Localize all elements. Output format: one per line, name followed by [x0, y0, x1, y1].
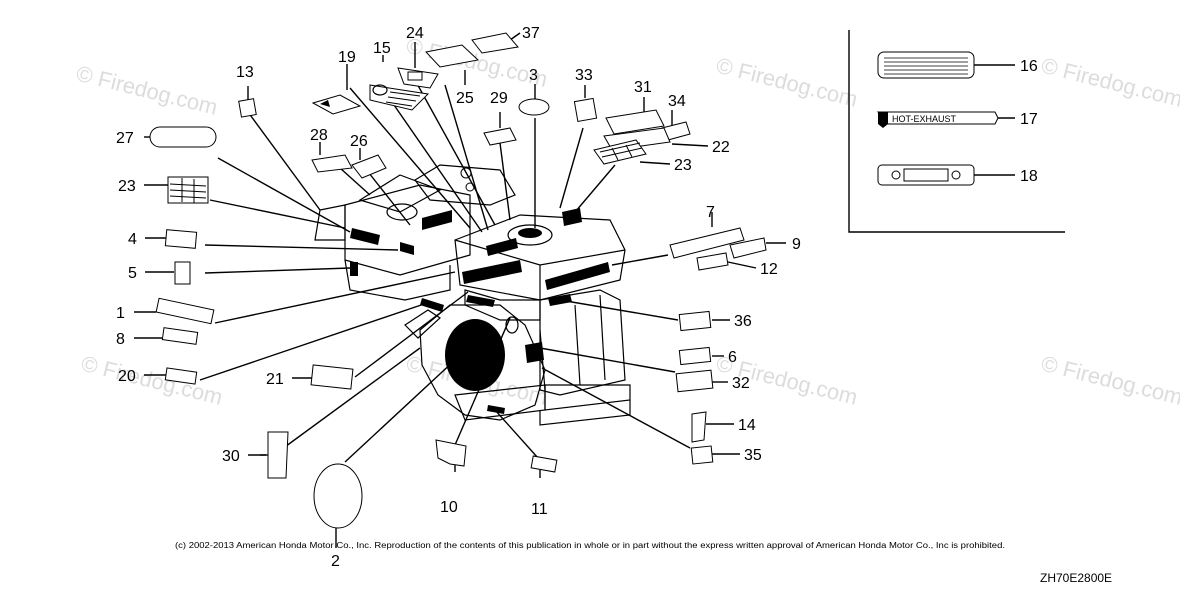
callout-37: 37 [522, 25, 540, 42]
decal-shapes [149, 32, 767, 529]
callout-12: 12 [760, 261, 778, 278]
watermark: © Firedog.com [1039, 53, 1180, 112]
callout-7: 7 [706, 204, 715, 221]
leader-lines [134, 32, 786, 548]
callout-27: 27 [116, 130, 134, 147]
callout-23b: 23 [674, 157, 692, 174]
copyright-notice: (c) 2002-2013 American Honda Motor Co., … [175, 541, 1005, 550]
callout-20: 20 [118, 368, 136, 385]
callout-22: 22 [712, 139, 730, 156]
callout-35: 35 [744, 447, 762, 464]
callout-1: 1 [116, 305, 125, 322]
callout-numbers: 1 2 3 4 5 6 7 8 9 10 11 12 13 14 15 16 1… [116, 25, 1038, 570]
callout-31: 31 [634, 79, 652, 96]
callout-21: 21 [266, 371, 284, 388]
callout-8: 8 [116, 331, 125, 348]
diagram-code: ZH70E2800E [1040, 571, 1112, 585]
watermark: © Firedog.com [74, 61, 220, 120]
callout-25: 25 [456, 90, 474, 107]
callout-23a: 23 [118, 178, 136, 195]
callout-32: 32 [732, 375, 750, 392]
callout-14: 14 [738, 417, 756, 434]
inset-panel: HOT-EXHAUST [848, 30, 1065, 233]
callout-33: 33 [575, 67, 593, 84]
callout-34: 34 [668, 93, 686, 110]
callout-28: 28 [310, 127, 328, 144]
watermark: © Firedog.com [1039, 351, 1180, 410]
callout-26: 26 [350, 133, 368, 150]
callout-16: 16 [1020, 58, 1038, 75]
watermark: © Firedog.com [714, 53, 860, 112]
callout-29: 29 [490, 90, 508, 107]
callout-30: 30 [222, 448, 240, 465]
engine-illustration [314, 164, 631, 426]
callout-17: 17 [1020, 111, 1038, 128]
callout-3: 3 [529, 67, 538, 84]
hot-exhaust-label: HOT-EXHAUST [892, 114, 957, 124]
callout-19: 19 [338, 49, 356, 66]
callout-13: 13 [236, 64, 254, 81]
callout-36: 36 [734, 313, 752, 330]
callout-11: 11 [531, 501, 548, 518]
callout-9: 9 [792, 236, 801, 253]
callout-24: 24 [406, 25, 424, 42]
callout-4: 4 [128, 231, 137, 248]
watermarks: © Firedog.com © Firedog.com © Firedog.co… [74, 33, 1180, 410]
callout-5: 5 [128, 265, 137, 282]
callout-15: 15 [373, 40, 391, 57]
callout-10: 10 [440, 499, 458, 516]
callout-18: 18 [1020, 168, 1038, 185]
callout-6: 6 [728, 349, 737, 366]
callout-2: 2 [331, 553, 340, 570]
watermark: © Firedog.com [79, 351, 225, 410]
